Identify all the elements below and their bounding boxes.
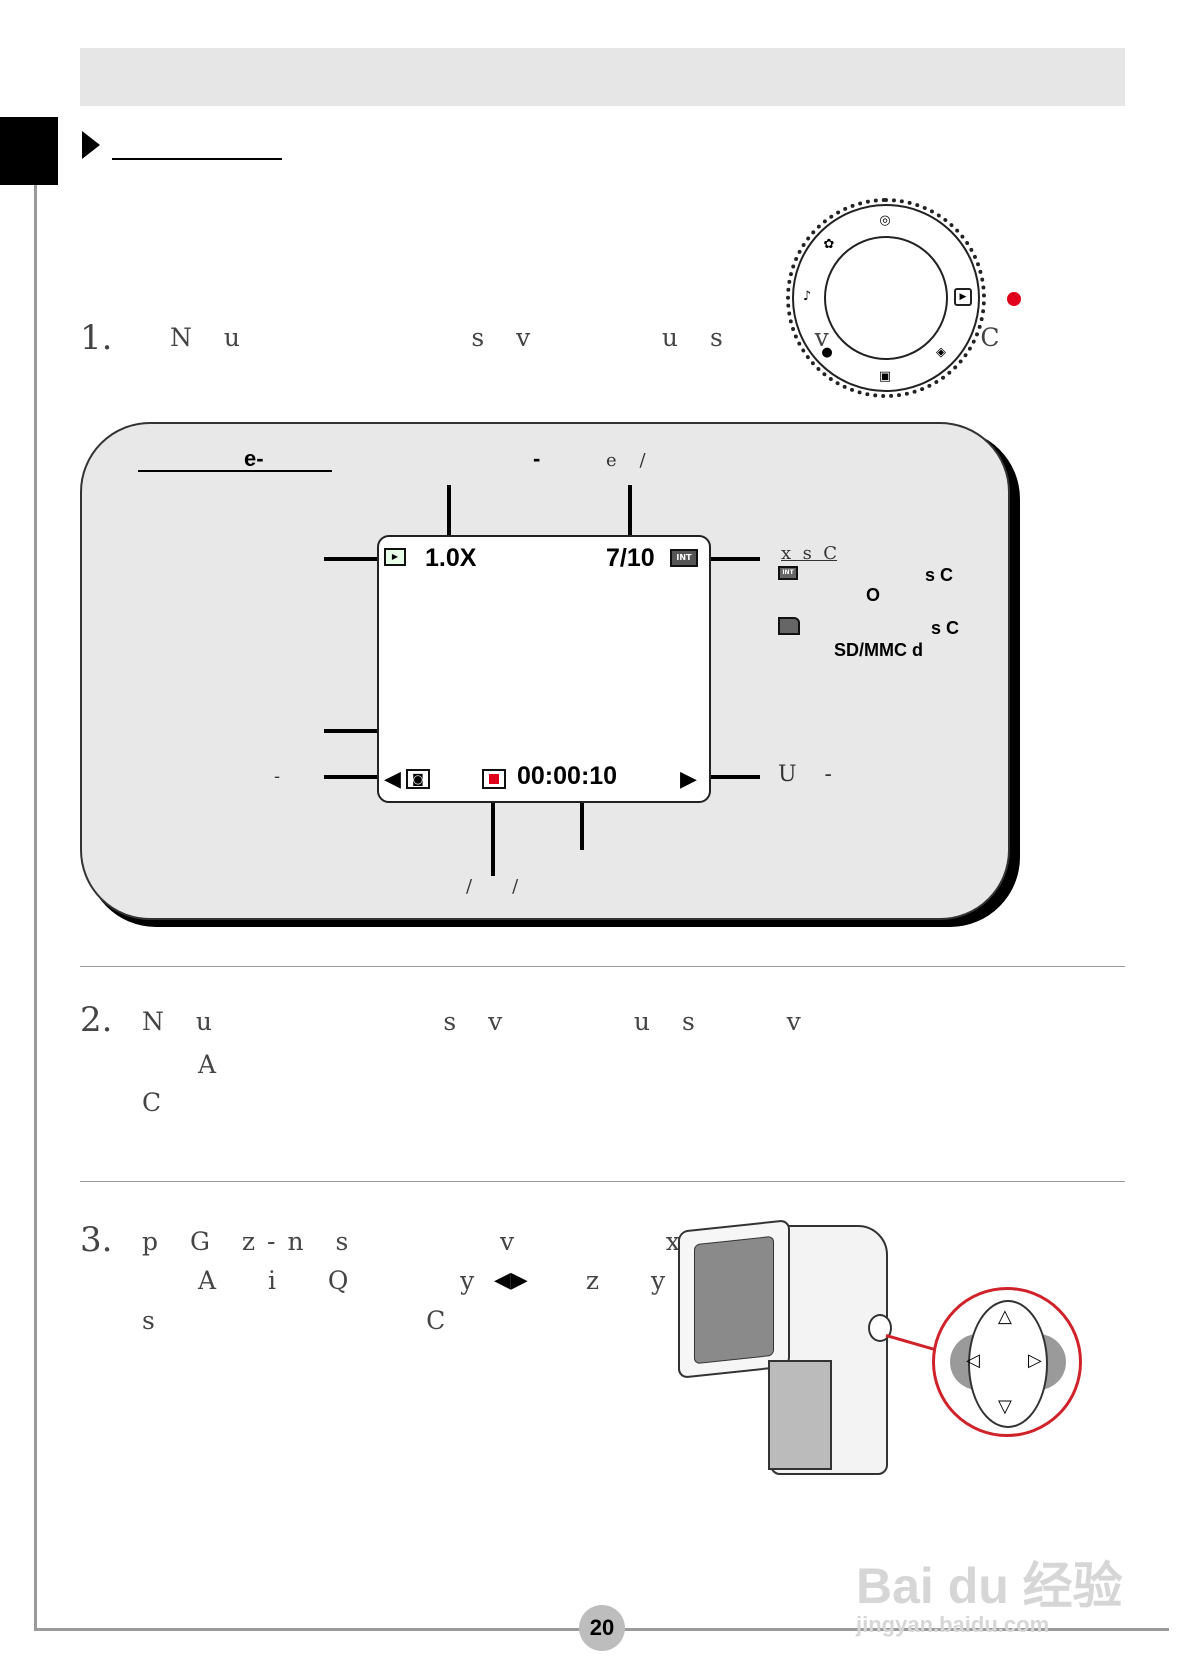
dpad-icon [968, 1300, 1048, 1428]
section-divider [80, 1181, 1125, 1182]
memory-card-icon [778, 617, 800, 635]
video-mode-icon: ✿ [823, 237, 835, 252]
next-label: U - [778, 762, 832, 787]
panel-title: e- [244, 446, 264, 471]
storage-callout-line [700, 557, 760, 561]
card-memory-text-2: SD/MMC d [834, 640, 923, 660]
arrow-left-icon: ◀ [384, 767, 401, 792]
page-number: 20 [579, 1605, 625, 1651]
page-frame-left [34, 185, 37, 1631]
internal-memory-icon: INT [778, 566, 798, 580]
record-timer: 00:00:10 [517, 762, 618, 790]
watermark-url: jingyan.baidu.com [856, 1612, 1050, 1637]
step-number: 3. [80, 1220, 113, 1260]
camera-icon: ◙ [406, 769, 430, 789]
mode-dial-icon [786, 198, 986, 398]
count-label: e / [606, 450, 646, 471]
playback-mode-icon: ▶ [954, 288, 972, 306]
dpad-down-icon: ▽ [998, 1396, 1012, 1417]
shot-count: 7/10 [606, 544, 655, 572]
record-icon [482, 769, 506, 789]
step-number: 2. [80, 1000, 113, 1040]
dial-center [824, 236, 948, 360]
dpad-up-icon: △ [998, 1306, 1012, 1327]
mode-callout-line [324, 557, 380, 561]
record-callout-line [491, 792, 495, 876]
selected-mode-indicator [1007, 292, 1021, 306]
zoom-label: - [533, 446, 541, 471]
camcorder-grip [768, 1360, 832, 1470]
arrow-right-icon: ▶ [680, 767, 697, 792]
storage-header: x s C [781, 543, 838, 564]
dial-ring [792, 204, 980, 392]
zoom-value: 1.0X [425, 544, 477, 572]
internal-memory-text: s C [925, 565, 954, 585]
step-text: N u s v u s v [142, 1007, 813, 1036]
arrow-left-right-icon: ◀▶ [494, 1268, 528, 1293]
camcorder-screen-glass [694, 1235, 774, 1365]
dpad-left-icon: ◁ [966, 1350, 980, 1371]
chapter-tab [0, 117, 58, 185]
status-callout-line-h [324, 729, 420, 733]
voice-mode-icon: ◈ [936, 345, 946, 360]
watermark-brand: Bai du 经验 [856, 1558, 1123, 1614]
timer-callout-line [580, 792, 584, 850]
dpad-right-icon: ▷ [1028, 1350, 1042, 1371]
record-status-label: / / [466, 876, 519, 897]
camera-icon: ◎ [879, 213, 891, 228]
step-text-line3: s C [142, 1306, 458, 1335]
playback-mode-icon: ▶ [384, 548, 406, 566]
internal-memory-text-2: O [866, 585, 881, 605]
count-callout-line [628, 485, 632, 543]
webcam-mode-icon: ▣ [878, 369, 892, 384]
step-text: p G z-n s v x s [142, 1227, 737, 1256]
prev-callout-line [324, 775, 380, 779]
setup-mode-icon: ● [821, 345, 833, 360]
lcd-screen [377, 535, 711, 803]
chevron-icon [82, 131, 100, 159]
prev-label: - [274, 766, 281, 787]
zoom-callout-line [447, 485, 451, 543]
step-number: 1. [80, 318, 113, 358]
panel-title-underline [138, 470, 332, 472]
audio-mode-icon: ♪ [802, 289, 812, 304]
section-divider [80, 966, 1125, 967]
step-text-line2: A [198, 1050, 229, 1079]
step-text-line3: C [142, 1088, 174, 1117]
header-bar [80, 48, 1125, 106]
internal-memory-icon: INT [670, 549, 698, 567]
section-title-underline [112, 158, 282, 160]
next-callout-line [700, 775, 760, 779]
card-memory-text: s C [931, 618, 960, 638]
